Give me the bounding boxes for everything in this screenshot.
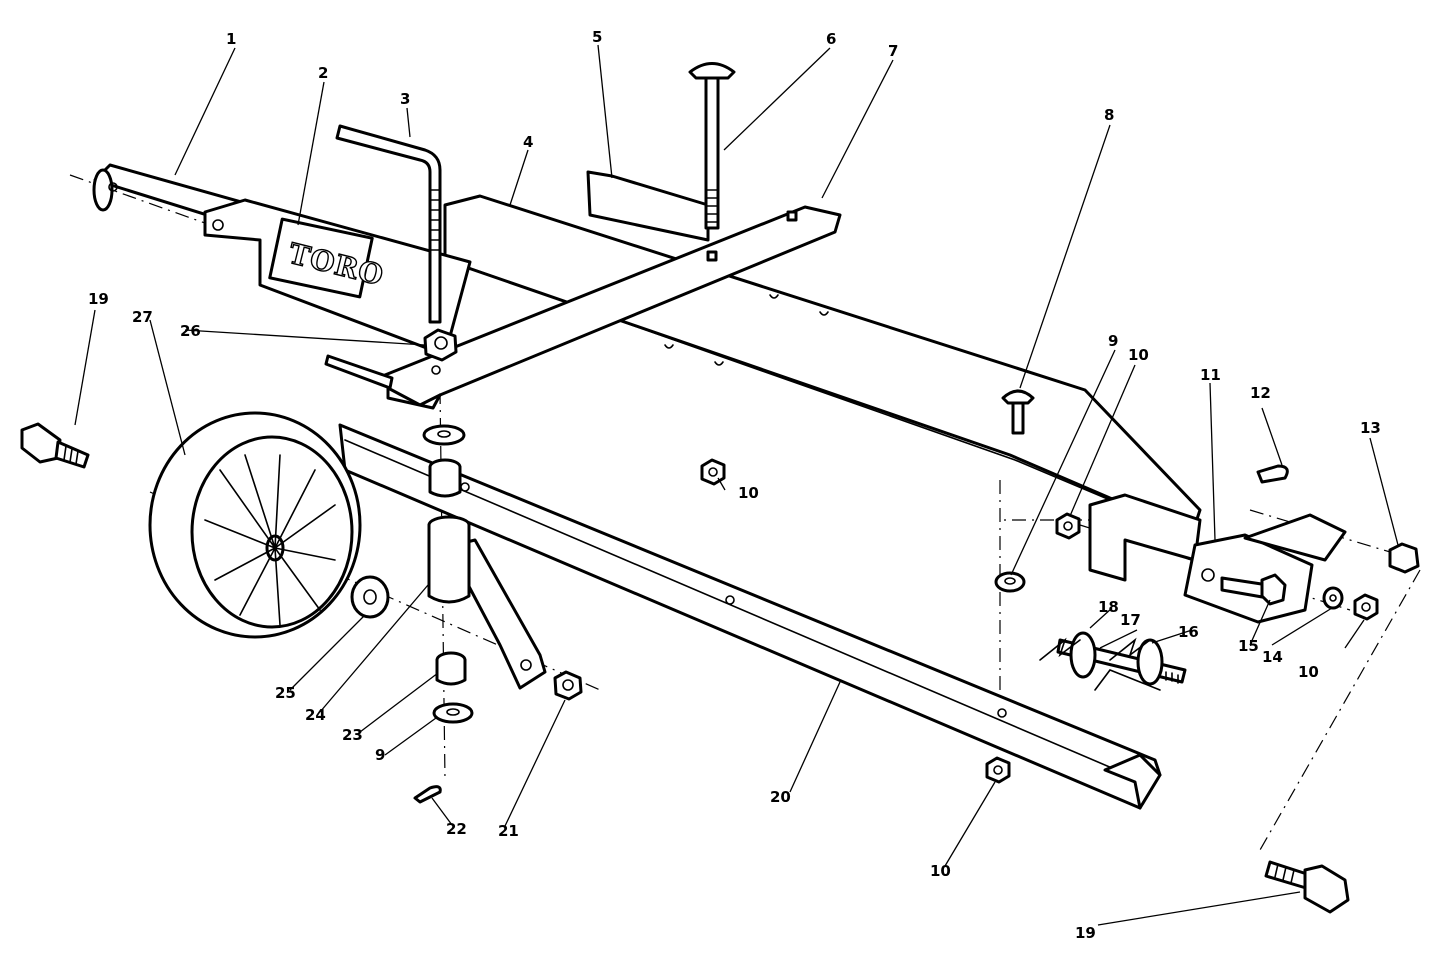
logo-bracket: TORO (203, 198, 472, 357)
arm-nut (553, 670, 583, 701)
cross-bar (383, 205, 842, 410)
callout-25: 25 (275, 684, 296, 702)
callout-10-upper: 10 (1128, 346, 1149, 364)
callout-11: 11 (1200, 366, 1221, 384)
rear-channel (338, 423, 1162, 810)
nut-bottom (985, 756, 1011, 784)
pivot-bracket (1183, 513, 1347, 624)
short-carriage-bolt (1001, 389, 1035, 435)
callout-4: 4 (523, 133, 533, 151)
long-carriage-bolt (688, 62, 736, 230)
axle-rod (1039, 631, 1187, 691)
callout-22: 22 (446, 820, 467, 838)
callout-3: 3 (400, 90, 410, 108)
shoulder-bolt-left (20, 422, 90, 469)
small-washer (1322, 586, 1344, 610)
end-bushing (1388, 542, 1420, 574)
washer-lower (432, 702, 474, 724)
callout-8: 8 (1104, 106, 1114, 124)
callout-7: 7 (888, 42, 898, 60)
cotter-pin-lower (413, 785, 442, 804)
callout-26: 26 (180, 322, 201, 340)
hex-bolt (1220, 573, 1287, 606)
callout-10-right: 10 (1298, 663, 1319, 681)
baffle-plate (586, 170, 710, 242)
callout-27: 27 (132, 308, 153, 326)
callout-15: 15 (1238, 637, 1259, 655)
height-adjust-rod (335, 124, 442, 324)
callout-19-right: 19 (1075, 924, 1096, 942)
cotter-pin-upper (1256, 464, 1289, 484)
bushing (435, 651, 467, 686)
washer-right (994, 571, 1026, 593)
wheel (148, 411, 362, 639)
washer-upper (422, 424, 466, 446)
threaded-stud (324, 354, 394, 390)
callout-24: 24 (305, 706, 326, 724)
rod-nut (423, 328, 458, 362)
callout-17: 17 (1120, 611, 1141, 629)
callout-21: 21 (498, 822, 519, 840)
callout-1: 1 (226, 30, 236, 48)
callout-12: 12 (1250, 384, 1271, 402)
callout-14: 14 (1262, 648, 1283, 666)
callout-23: 23 (342, 726, 363, 744)
nut-far-right (1353, 593, 1379, 621)
spacer-upper (428, 458, 462, 498)
callout-9-right: 9 (1108, 332, 1118, 350)
callout-9-lower: 9 (375, 746, 385, 764)
callout-5: 5 (592, 28, 602, 46)
nut-right-upper (1055, 512, 1081, 540)
callouts: 1 2 3 4 5 6 7 8 9 9 10 10 10 10 11 12 13… (88, 28, 1381, 942)
callout-10-bottom: 10 (930, 862, 951, 880)
callout-2: 2 (318, 64, 328, 82)
callout-16: 16 (1178, 623, 1199, 641)
callout-10-center: 10 (738, 484, 759, 502)
nut-center (700, 458, 726, 486)
callout-6: 6 (826, 30, 836, 48)
wheel-washer (350, 575, 390, 619)
callout-20: 20 (770, 788, 791, 806)
callout-18: 18 (1098, 598, 1119, 616)
callout-19-left: 19 (88, 290, 109, 308)
wheel-arm (427, 515, 547, 690)
callout-13: 13 (1360, 419, 1381, 437)
leader-lines (74, 44, 1399, 926)
shoulder-bolt-right (1264, 860, 1350, 914)
